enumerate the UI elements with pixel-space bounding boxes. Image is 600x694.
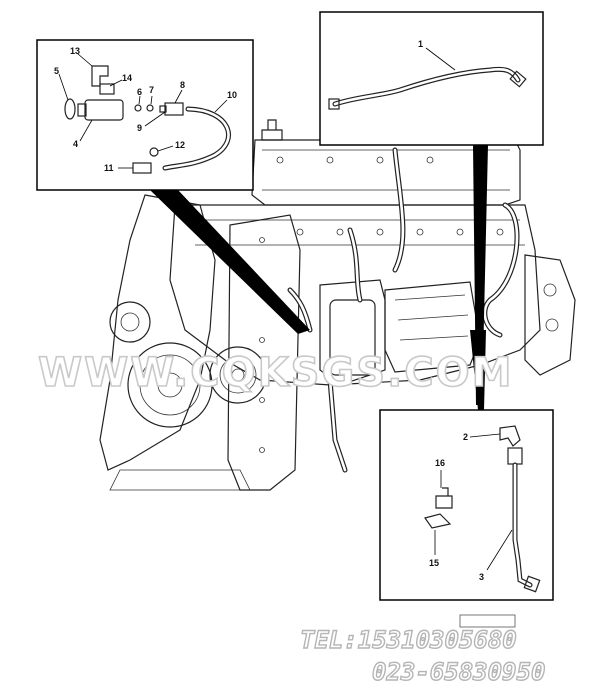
part-nut: [99, 83, 115, 95]
detail-frame-top-left: [36, 39, 254, 191]
callout-11: 11: [104, 163, 114, 173]
callout-9: 9: [137, 123, 142, 133]
front-cover: [227, 214, 301, 491]
pointer-bottom-right: [470, 330, 486, 410]
fuel-filter-head: [319, 279, 386, 386]
stamp-box: [459, 614, 516, 628]
detail-box-top-left: 13 5 14 6 7 8 9 10 12 11 4: [36, 39, 254, 191]
callout-15: 15: [429, 558, 439, 568]
callout-6: 6: [137, 87, 142, 97]
oil-fill-cap: [261, 119, 283, 141]
callout-16: 16: [435, 458, 445, 468]
callout-13: 13: [70, 46, 80, 56]
part-washer: [64, 98, 76, 120]
fuel-pump: [384, 281, 481, 373]
contact-phone: 023-65830950: [372, 658, 545, 686]
watermark-text: WWW.CQKSGS.COM: [38, 350, 513, 396]
part-elbow-fitting: [499, 425, 521, 447]
engine-illustration: [99, 119, 576, 491]
callout-3: 3: [479, 572, 484, 582]
engine-block: [169, 204, 541, 386]
callout-4: 4: [73, 139, 78, 149]
detail-frame-bottom-right: [379, 409, 554, 601]
part-seal: [149, 147, 159, 157]
part-o-ring-b: [146, 104, 154, 112]
callout-14: 14: [122, 73, 132, 83]
front-cover-bolts: [259, 237, 265, 453]
block-ribs: [190, 219, 525, 246]
part-clip: [424, 513, 452, 529]
oil-pan-front: [109, 469, 251, 491]
part-fitting: [164, 102, 184, 116]
callout-5: 5: [54, 66, 59, 76]
part-o-ring-a: [134, 104, 142, 112]
callout-2: 2: [463, 432, 468, 442]
part-valve-body: [84, 99, 124, 121]
fuel-pump-detail: [394, 294, 469, 341]
callout-1: 1: [418, 39, 423, 49]
idler-pulley: [109, 301, 151, 343]
contact-tel: TEL:15310305680: [300, 626, 517, 654]
part-sensor-connector: [435, 487, 453, 509]
fan-pulley: [209, 346, 267, 404]
valve-cover-ridges: [262, 149, 510, 191]
fuel-filter: [329, 299, 376, 376]
valve-cover-bolts: [276, 156, 484, 164]
callout-12: 12: [175, 140, 185, 150]
callout-8: 8: [180, 80, 185, 90]
callout-10: 10: [227, 90, 237, 100]
part-elbow: [91, 65, 109, 87]
pointer-top-left: [150, 190, 310, 334]
callout-7: 7: [149, 85, 154, 95]
gear-housing: [99, 194, 216, 471]
detail-box-bottom-right: 2 16 15 3: [379, 409, 554, 601]
rear-housing: [524, 254, 576, 376]
head-bolts: [296, 228, 504, 236]
detail-box-top-right: 1: [319, 11, 544, 146]
